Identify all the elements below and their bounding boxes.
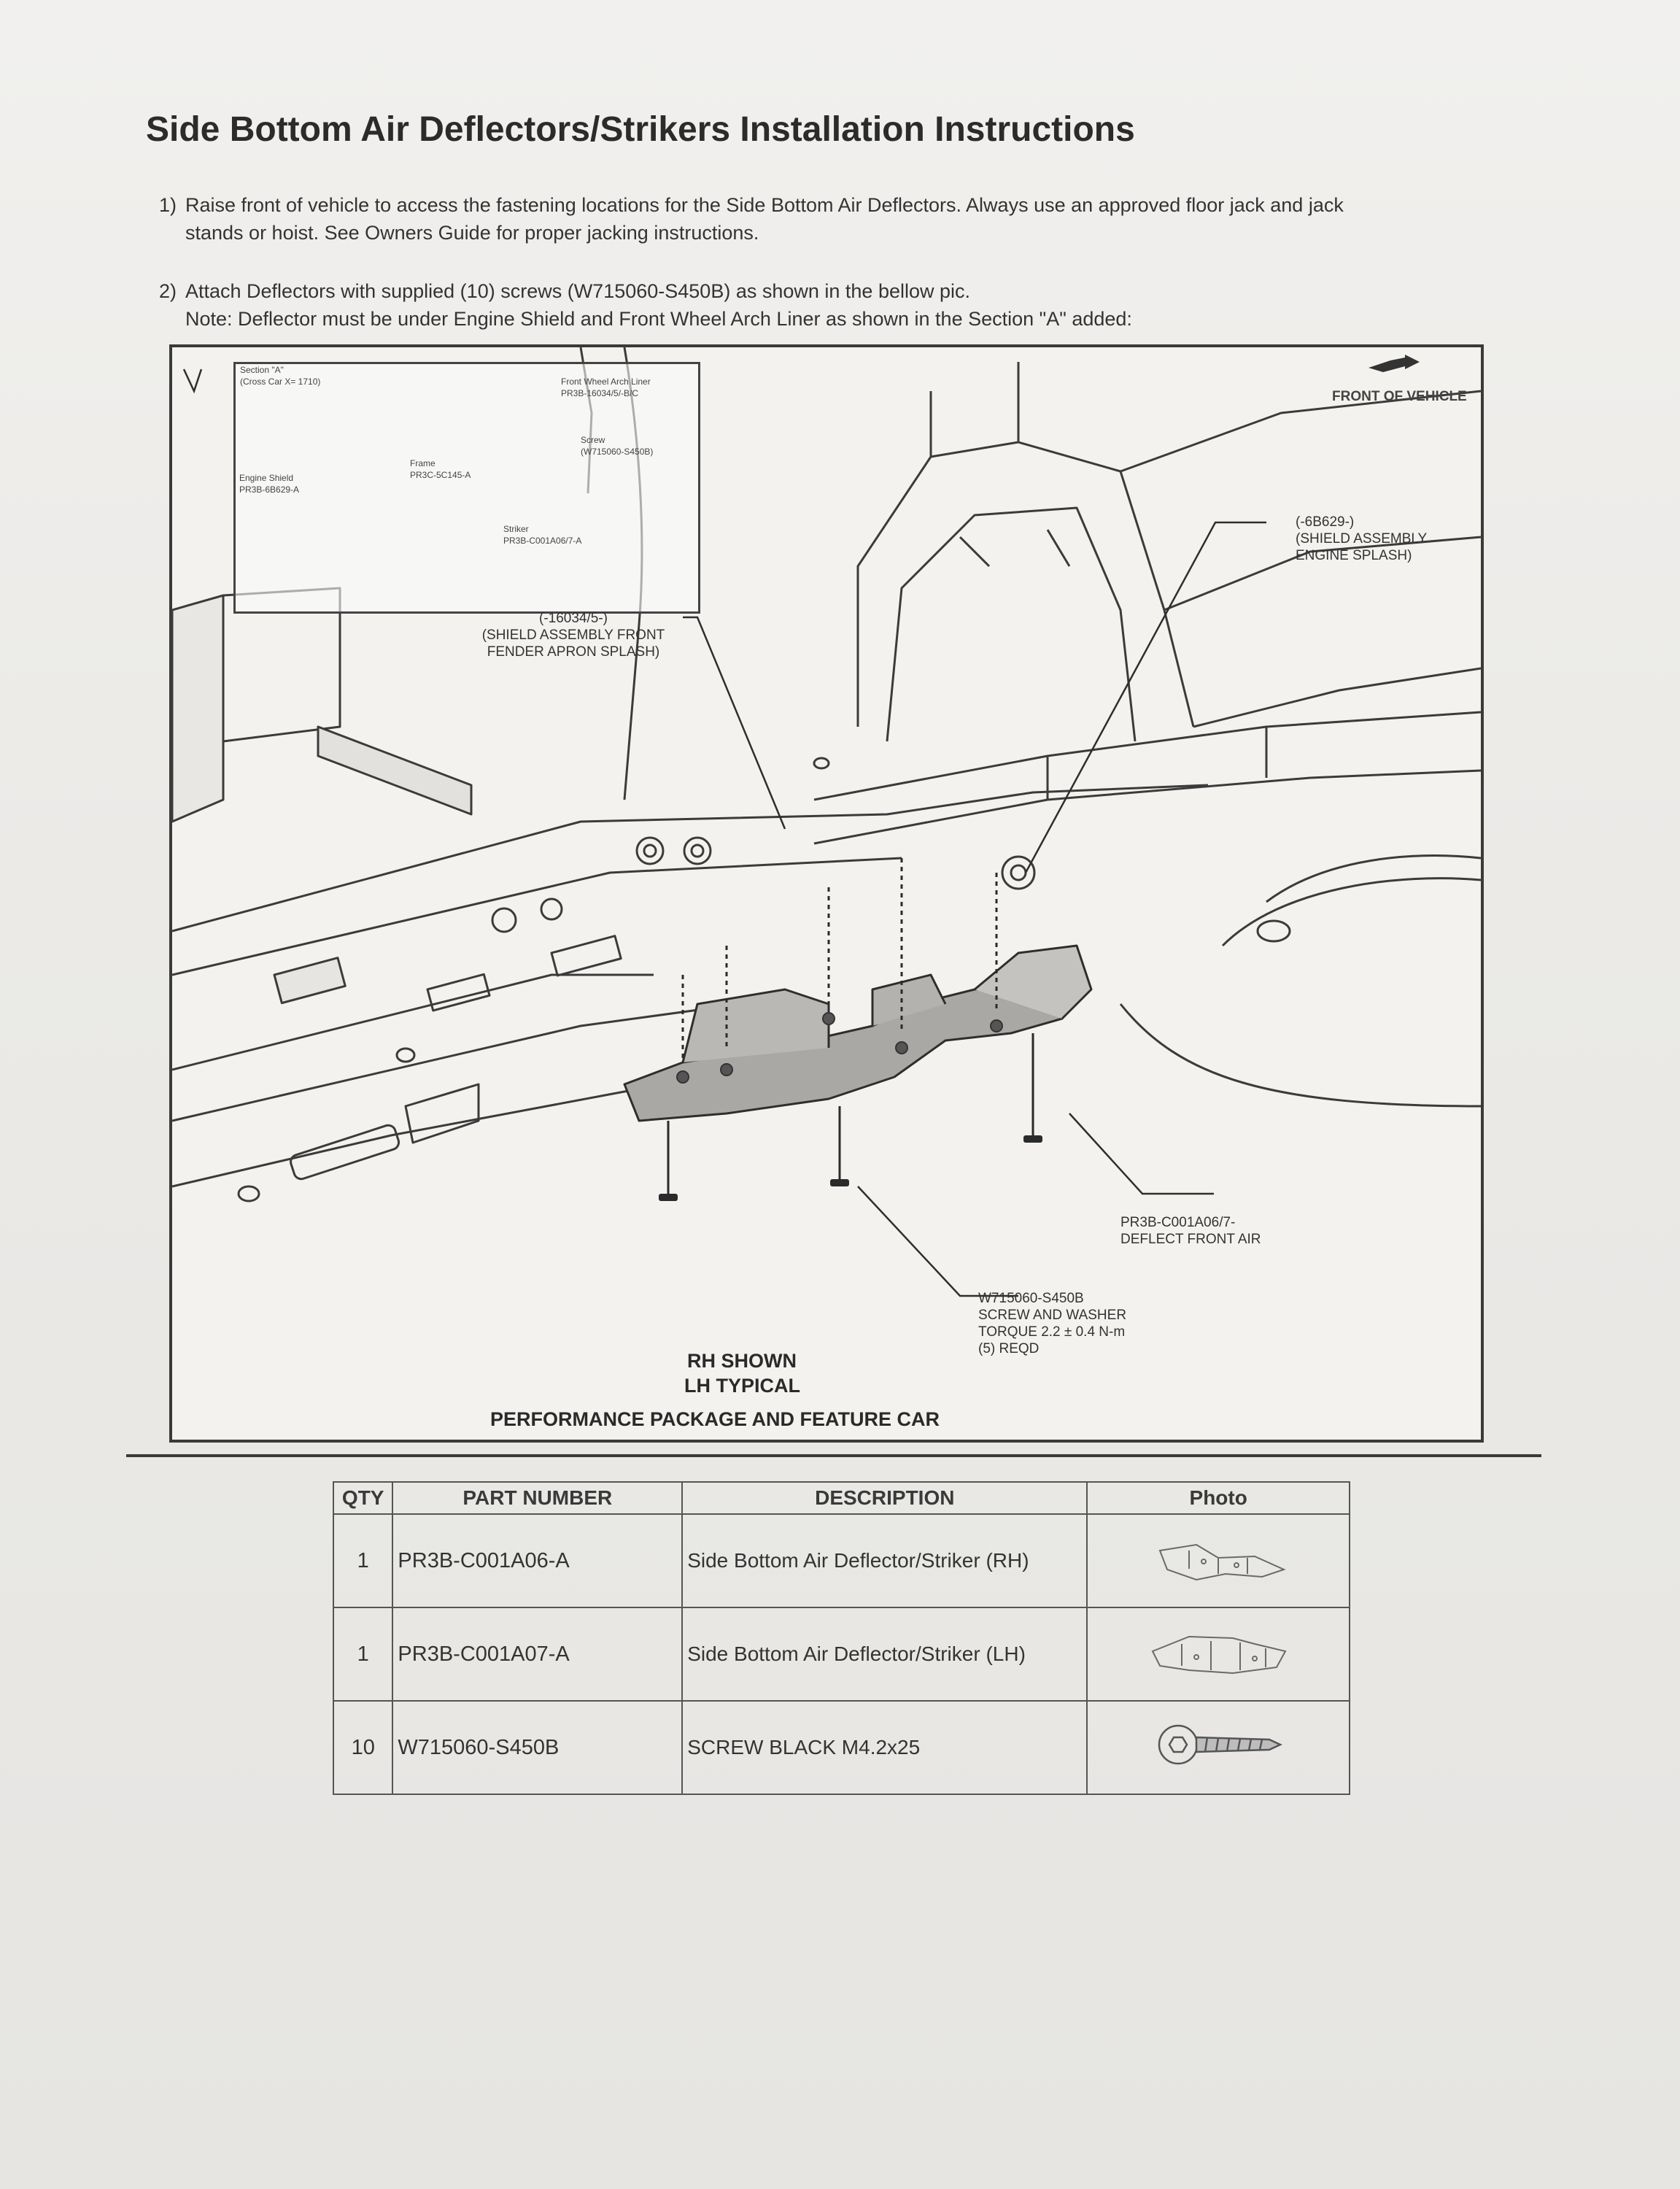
step-2-number: 2) <box>159 280 177 302</box>
frame-label: Frame <box>410 458 436 468</box>
front-of-vehicle-label: FRONT OF VEHICLE <box>1332 389 1467 404</box>
header-description: DESCRIPTION <box>681 1481 1088 1515</box>
screw-icon <box>1158 1724 1283 1765</box>
row-3-part-number: W715060-S450B <box>392 1700 684 1795</box>
frame-part: PR3C-5C145-A <box>410 470 471 480</box>
deflector-lh-icon <box>1151 1635 1287 1675</box>
section-a-title: Section "A" <box>240 365 284 375</box>
row-2-part-number: PR3B-C001A07-A <box>392 1607 684 1702</box>
fender-shield-name-1: (SHIELD ASSEMBLY FRONT <box>481 628 665 643</box>
deflector-part-code: PR3B-C001A06/7- <box>1120 1215 1236 1230</box>
row-3-photo <box>1086 1700 1350 1795</box>
deflector-callout: PR3B-C001A06/7- DEFLECT FRONT AIR <box>1120 1214 1261 1248</box>
row-3-qty: 10 <box>332 1700 394 1795</box>
screw-callout-qty: (5) REQD <box>978 1341 1040 1356</box>
section-divider <box>126 1454 1541 1457</box>
installation-diagram: Section "A" (Cross Car X= 1710) Front Wh… <box>169 344 1484 1443</box>
step-1-line-2: stands or hoist. See Owners Guide for pr… <box>185 222 759 244</box>
engine-shield-part: PR3B-6B629-A <box>239 484 300 495</box>
header-photo: Photo <box>1086 1481 1350 1515</box>
header-qty: QTY <box>332 1481 394 1515</box>
screw-callout: W715060-S450B SCREW AND WASHER TORQUE 2.… <box>978 1290 1126 1357</box>
row-1-qty: 1 <box>332 1513 394 1608</box>
fender-shield-callout: (-16034/5-) (SHIELD ASSEMBLY FRONT FENDE… <box>464 610 683 660</box>
screw-label: Screw <box>581 435 605 445</box>
deflector-part-name: DEFLECT FRONT AIR <box>1120 1232 1261 1247</box>
diagram-drawing <box>172 347 1481 1297</box>
step-1-line-1: Raise front of vehicle to access the fas… <box>185 194 1344 216</box>
diagram-caption: PERFORMANCE PACKAGE AND FEATURE CAR <box>490 1408 940 1430</box>
step-1: 1) Raise front of vehicle to access the f… <box>159 191 1344 247</box>
row-1-photo <box>1086 1513 1350 1608</box>
wheel-arch-liner-label: Front Wheel Arch Liner <box>561 377 651 387</box>
row-2-photo <box>1086 1607 1350 1702</box>
engine-shield-code: (-6B629-) <box>1296 514 1355 530</box>
rh-shown-label: RH SHOWN <box>687 1350 797 1372</box>
engine-shield-label: Engine Shield <box>239 473 294 483</box>
section-a-subtitle: (Cross Car X= 1710) <box>240 377 321 387</box>
lh-typical-label: LH TYPICAL <box>684 1375 800 1397</box>
step-2: 2) Attach Deflectors with supplied (10) s… <box>159 277 1132 333</box>
engine-shield-callout: (-6B629-) (SHIELD ASSEMBLY ENGINE SPLASH… <box>1296 514 1427 564</box>
deflector-rh-icon <box>1158 1543 1286 1581</box>
table-row: 1 PR3B-C001A07-A Side Bottom Air Deflect… <box>332 1607 1350 1702</box>
screw-callout-torque: TORQUE 2.2 ± 0.4 N-m <box>978 1324 1126 1340</box>
step-2-line-1: Attach Deflectors with supplied (10) scr… <box>185 280 971 302</box>
step-1-number: 1) <box>159 194 177 216</box>
section-a-inset <box>233 362 700 614</box>
step-2-line-2: Note: Deflector must be under Engine Shi… <box>185 308 1132 330</box>
row-3-description: SCREW BLACK M4.2x25 <box>681 1700 1088 1795</box>
fender-shield-code: (-16034/5-) <box>539 611 608 626</box>
engine-shield-name-2: ENGINE SPLASH) <box>1296 548 1412 563</box>
striker-part: PR3B-C001A06/7-A <box>503 536 582 546</box>
header-part-number: PART NUMBER <box>392 1481 684 1515</box>
table-row: 1 PR3B-C001A06-A Side Bottom Air Deflect… <box>332 1513 1350 1608</box>
parts-table: QTY PART NUMBER DESCRIPTION Photo 1 PR3B… <box>332 1481 1350 1795</box>
table-header-row: QTY PART NUMBER DESCRIPTION Photo <box>332 1481 1350 1515</box>
row-1-part-number: PR3B-C001A06-A <box>392 1513 684 1608</box>
striker-label: Striker <box>503 524 529 534</box>
row-2-description: Side Bottom Air Deflector/Striker (LH) <box>681 1607 1088 1702</box>
row-1-description: Side Bottom Air Deflector/Striker (RH) <box>681 1513 1088 1608</box>
screw-callout-name: SCREW AND WASHER <box>978 1308 1127 1323</box>
table-row: 10 W715060-S450B SCREW BLACK M4.2x25 <box>332 1700 1350 1795</box>
row-2-qty: 1 <box>332 1607 394 1702</box>
document-title: Side Bottom Air Deflectors/Strikers Inst… <box>146 110 1135 149</box>
wheel-arch-liner-part: PR3B-16034/5/-B/C <box>561 388 639 398</box>
screw-part: (W715060-S450B) <box>581 447 654 457</box>
engine-shield-name-1: (SHIELD ASSEMBLY <box>1296 531 1428 547</box>
screw-callout-part: W715060-S450B <box>978 1291 1084 1306</box>
fender-shield-name-2: FENDER APRON SPLASH) <box>487 644 660 660</box>
